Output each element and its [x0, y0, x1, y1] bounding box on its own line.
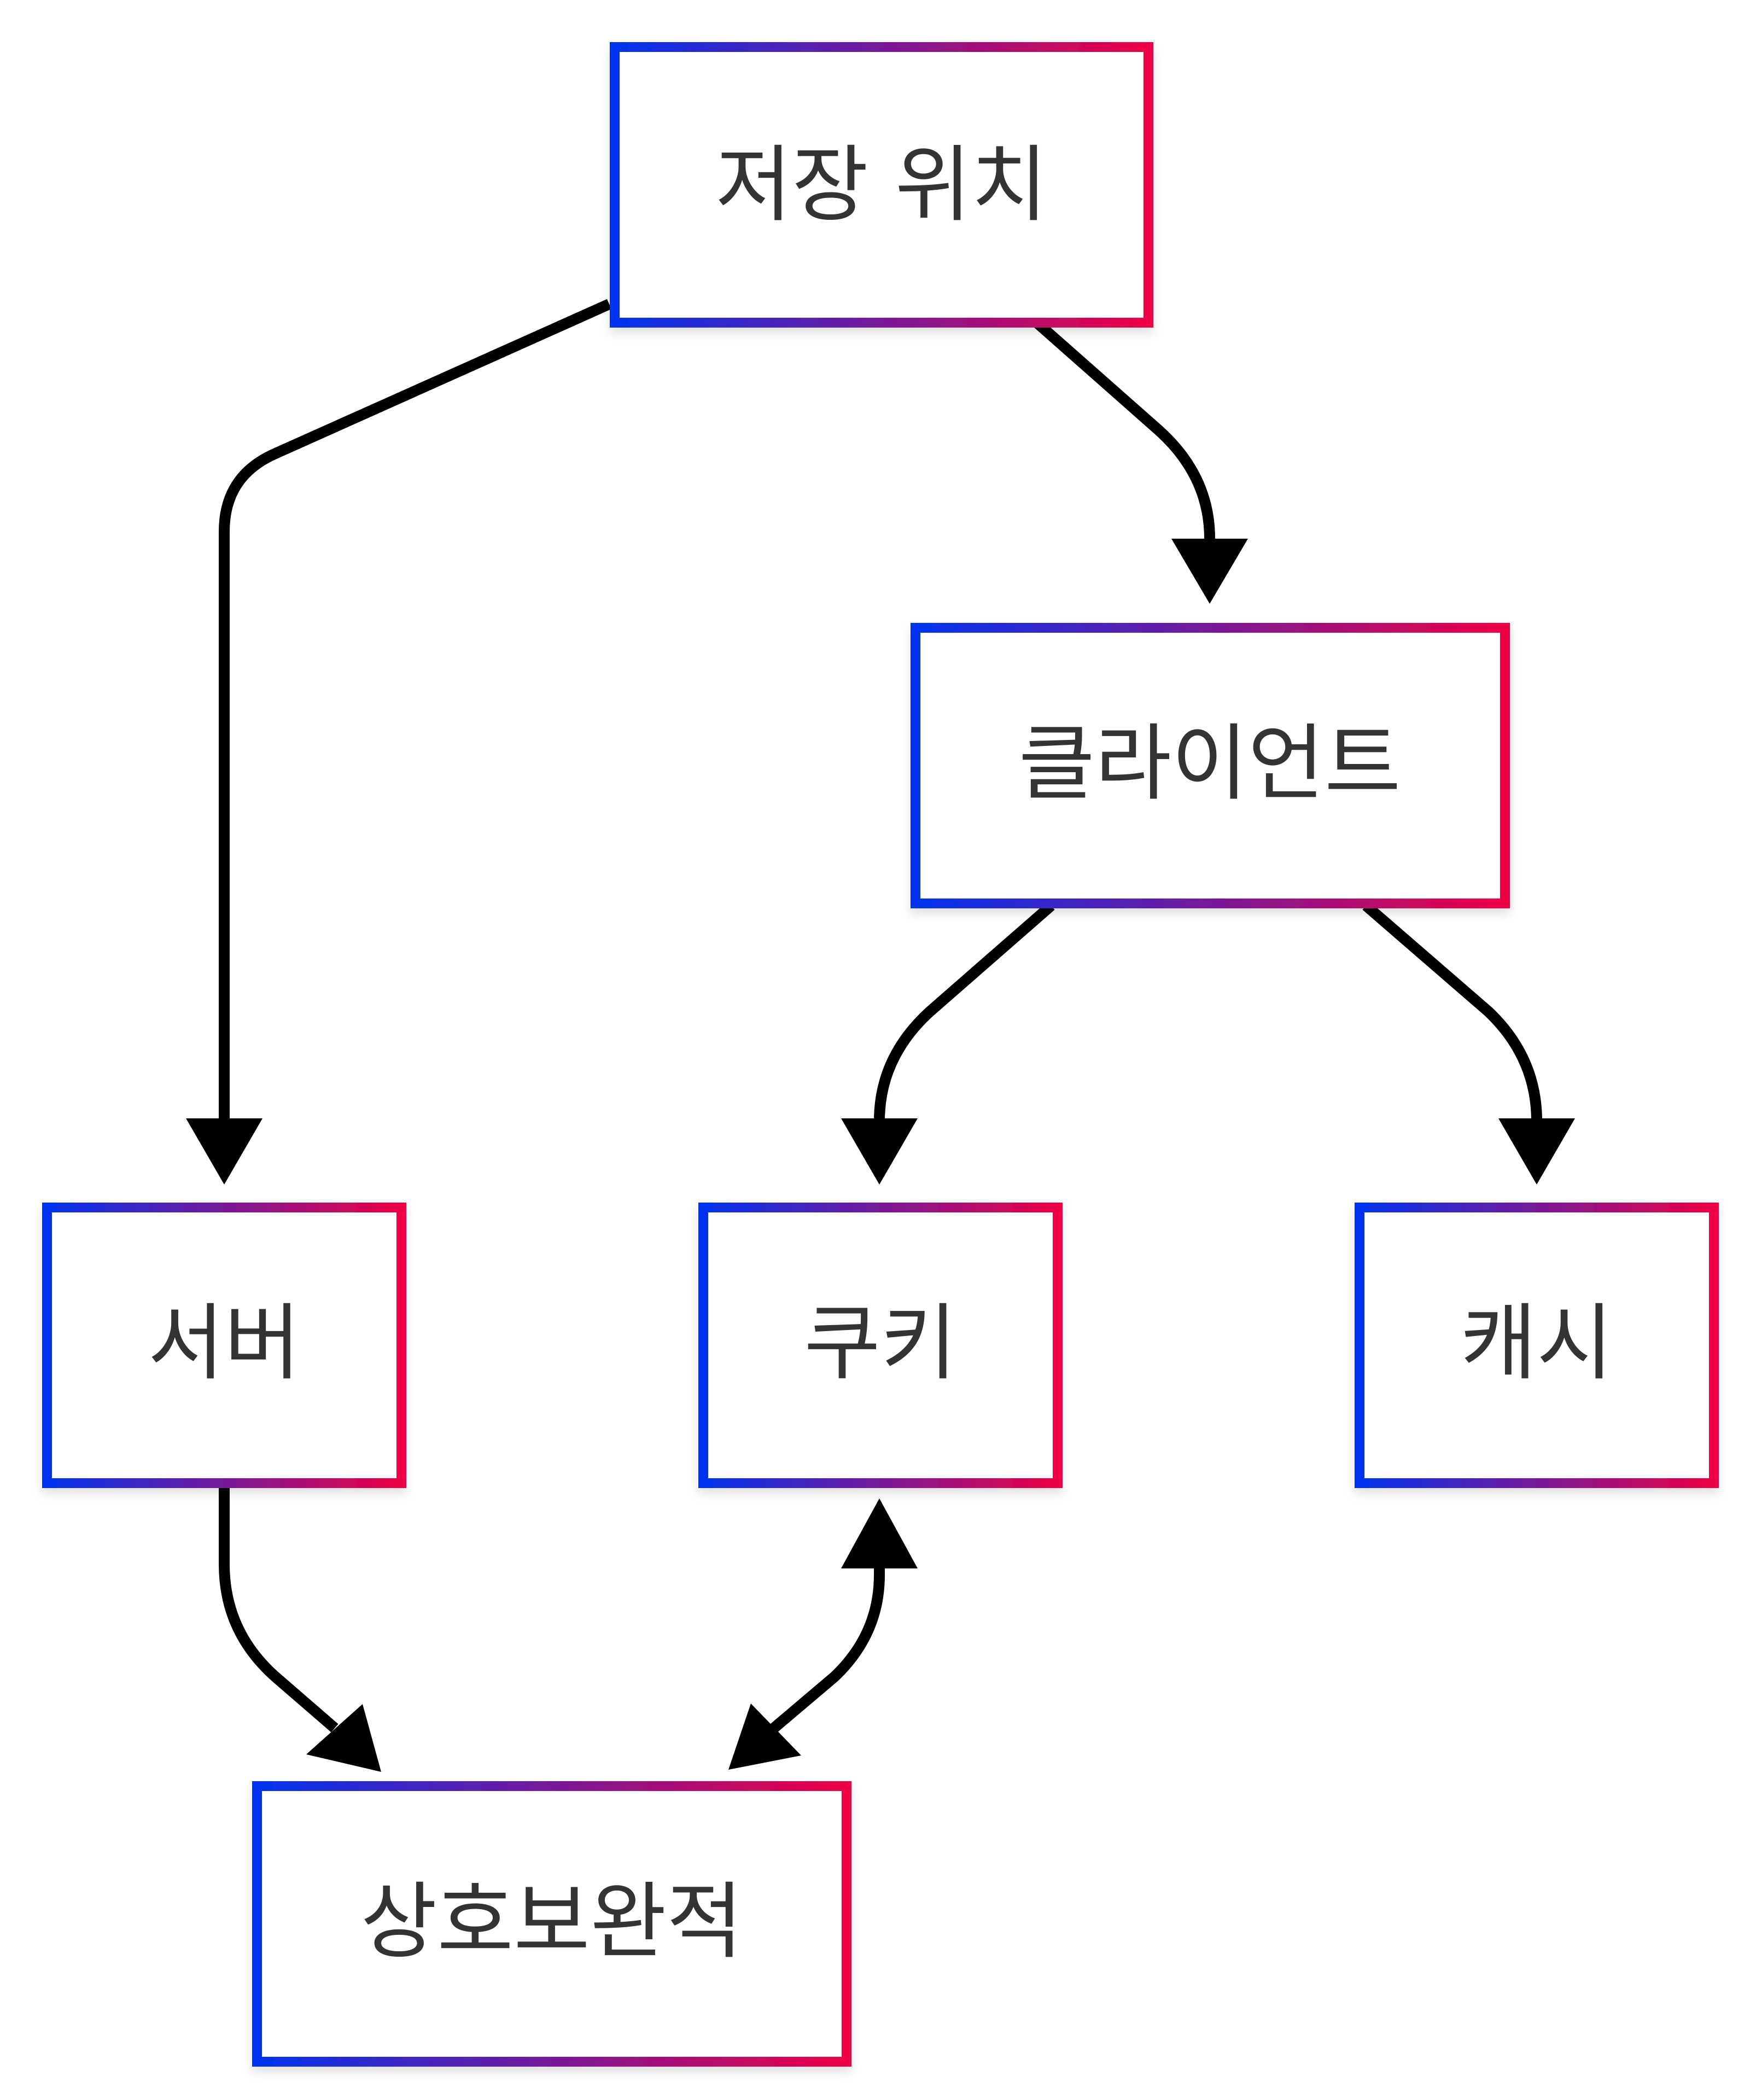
arrowhead-cache-in	[1498, 1118, 1575, 1185]
arrowhead-cookie-from-complementary	[841, 1498, 918, 1568]
node-client: 클라이언트	[911, 623, 1510, 908]
node-label-server: 서버	[148, 1295, 301, 1392]
edge-server-to-complementary	[219, 1485, 339, 1732]
node-complementary: 상호보완적	[252, 1781, 851, 2067]
node-cache: 캐시	[1355, 1203, 1719, 1488]
node-label-cache: 캐시	[1460, 1295, 1613, 1392]
node-storage-location: 저장 위치	[610, 42, 1153, 328]
arrowhead-client-in	[1171, 539, 1248, 604]
arrowhead-complementary-from-cookie	[728, 1704, 801, 1770]
edge-storage-to-client	[1033, 318, 1215, 544]
edge-storage-to-server	[219, 299, 612, 1120]
node-label-cookie: 쿠키	[804, 1295, 957, 1392]
edges-layer	[186, 299, 1575, 1772]
edge-cookie-complementary	[766, 1558, 885, 1736]
node-label-complementary: 상호보완적	[360, 1874, 743, 1970]
arrowhead-complementary-from-server	[306, 1704, 381, 1772]
arrowhead-server-in	[186, 1118, 262, 1185]
arrowhead-cookie-in	[841, 1118, 918, 1185]
node-server: 서버	[42, 1203, 406, 1488]
node-label-storage-location: 저장 위치	[715, 137, 1048, 234]
edge-client-to-cookie	[874, 901, 1055, 1122]
node-cookie: 쿠키	[698, 1203, 1063, 1488]
edge-client-to-cache	[1362, 901, 1542, 1122]
node-label-client: 클라이언트	[1018, 715, 1401, 812]
